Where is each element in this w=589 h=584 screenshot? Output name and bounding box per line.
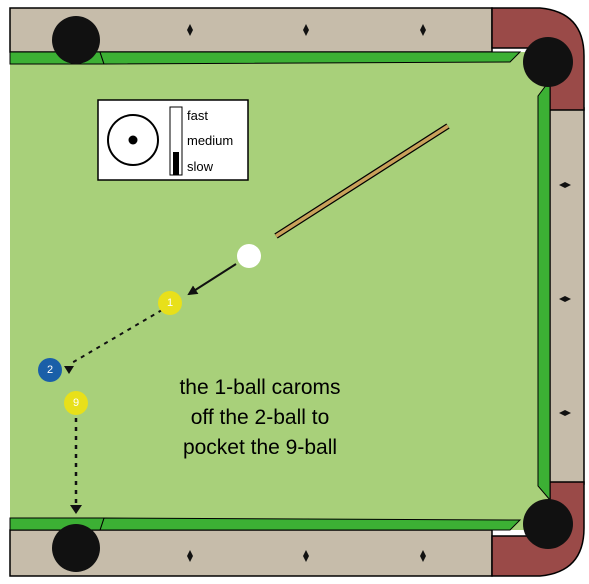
pocket-bottom-left xyxy=(52,524,100,572)
pocket-top-left xyxy=(52,16,100,64)
caption-line-2: off the 2-ball to xyxy=(191,406,330,429)
1-ball-number: 1 xyxy=(167,297,173,309)
speed-label-medium: medium xyxy=(187,133,233,148)
shot-caption: the 1-ball caroms off the 2-ball to pock… xyxy=(179,376,340,459)
bottom-left-cushion xyxy=(10,518,104,530)
top-cushion xyxy=(100,52,520,64)
caption-line-1: the 1-ball caroms xyxy=(179,376,340,399)
cue-tip-center-dot xyxy=(129,136,138,145)
right-cushion xyxy=(538,80,550,500)
right-rail xyxy=(550,108,584,484)
speed-gauge-fill xyxy=(173,152,179,175)
bottom-cushion xyxy=(100,518,520,530)
pocket-bottom-right xyxy=(523,499,573,549)
2-ball-number: 2 xyxy=(47,364,53,376)
speed-indicator: fast medium slow xyxy=(98,100,248,180)
caption-line-3: pocket the 9-ball xyxy=(183,436,337,459)
9-ball-number: 9 xyxy=(73,397,79,409)
cue-ball xyxy=(237,244,261,268)
pocket-top-right xyxy=(523,37,573,87)
speed-label-fast: fast xyxy=(187,108,208,123)
speed-label-slow: slow xyxy=(187,159,214,174)
